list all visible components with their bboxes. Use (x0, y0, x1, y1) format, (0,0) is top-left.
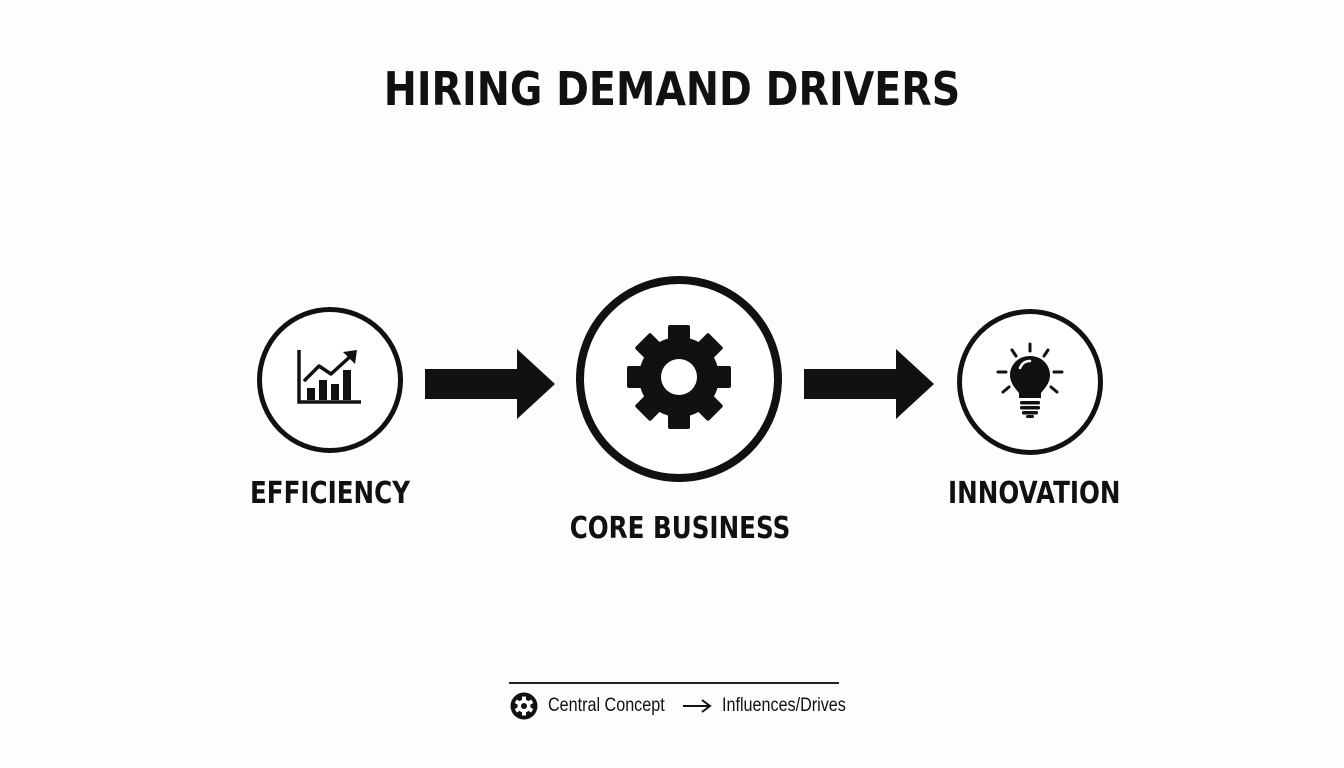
efficiency-node (257, 307, 403, 453)
arrow-core-to-innovation (804, 349, 934, 419)
innovation-label: INNOVATION (948, 476, 1121, 511)
innovation-node (957, 309, 1103, 455)
growth-chart-icon (295, 346, 365, 415)
legend-central-label: Central Concept (548, 695, 665, 716)
arrow-right-icon (682, 698, 712, 714)
arrow-efficiency-to-core (425, 349, 555, 419)
legend-central-concept: Central Concept (510, 692, 685, 720)
lightbulb-icon (990, 340, 1070, 425)
legend-gear-icon (510, 692, 538, 720)
legend-influences-drives: Influences/Drives (682, 692, 868, 720)
core-business-node (576, 276, 782, 482)
legend-divider (509, 682, 839, 684)
core-business-label: CORE BUSINESS (569, 511, 791, 546)
diagram-title: HIRING DEMAND DRIVERS (383, 62, 961, 116)
gear-icon (625, 323, 733, 436)
legend-drives-label: Influences/Drives (722, 695, 846, 716)
efficiency-label: EFFICIENCY (249, 476, 411, 511)
